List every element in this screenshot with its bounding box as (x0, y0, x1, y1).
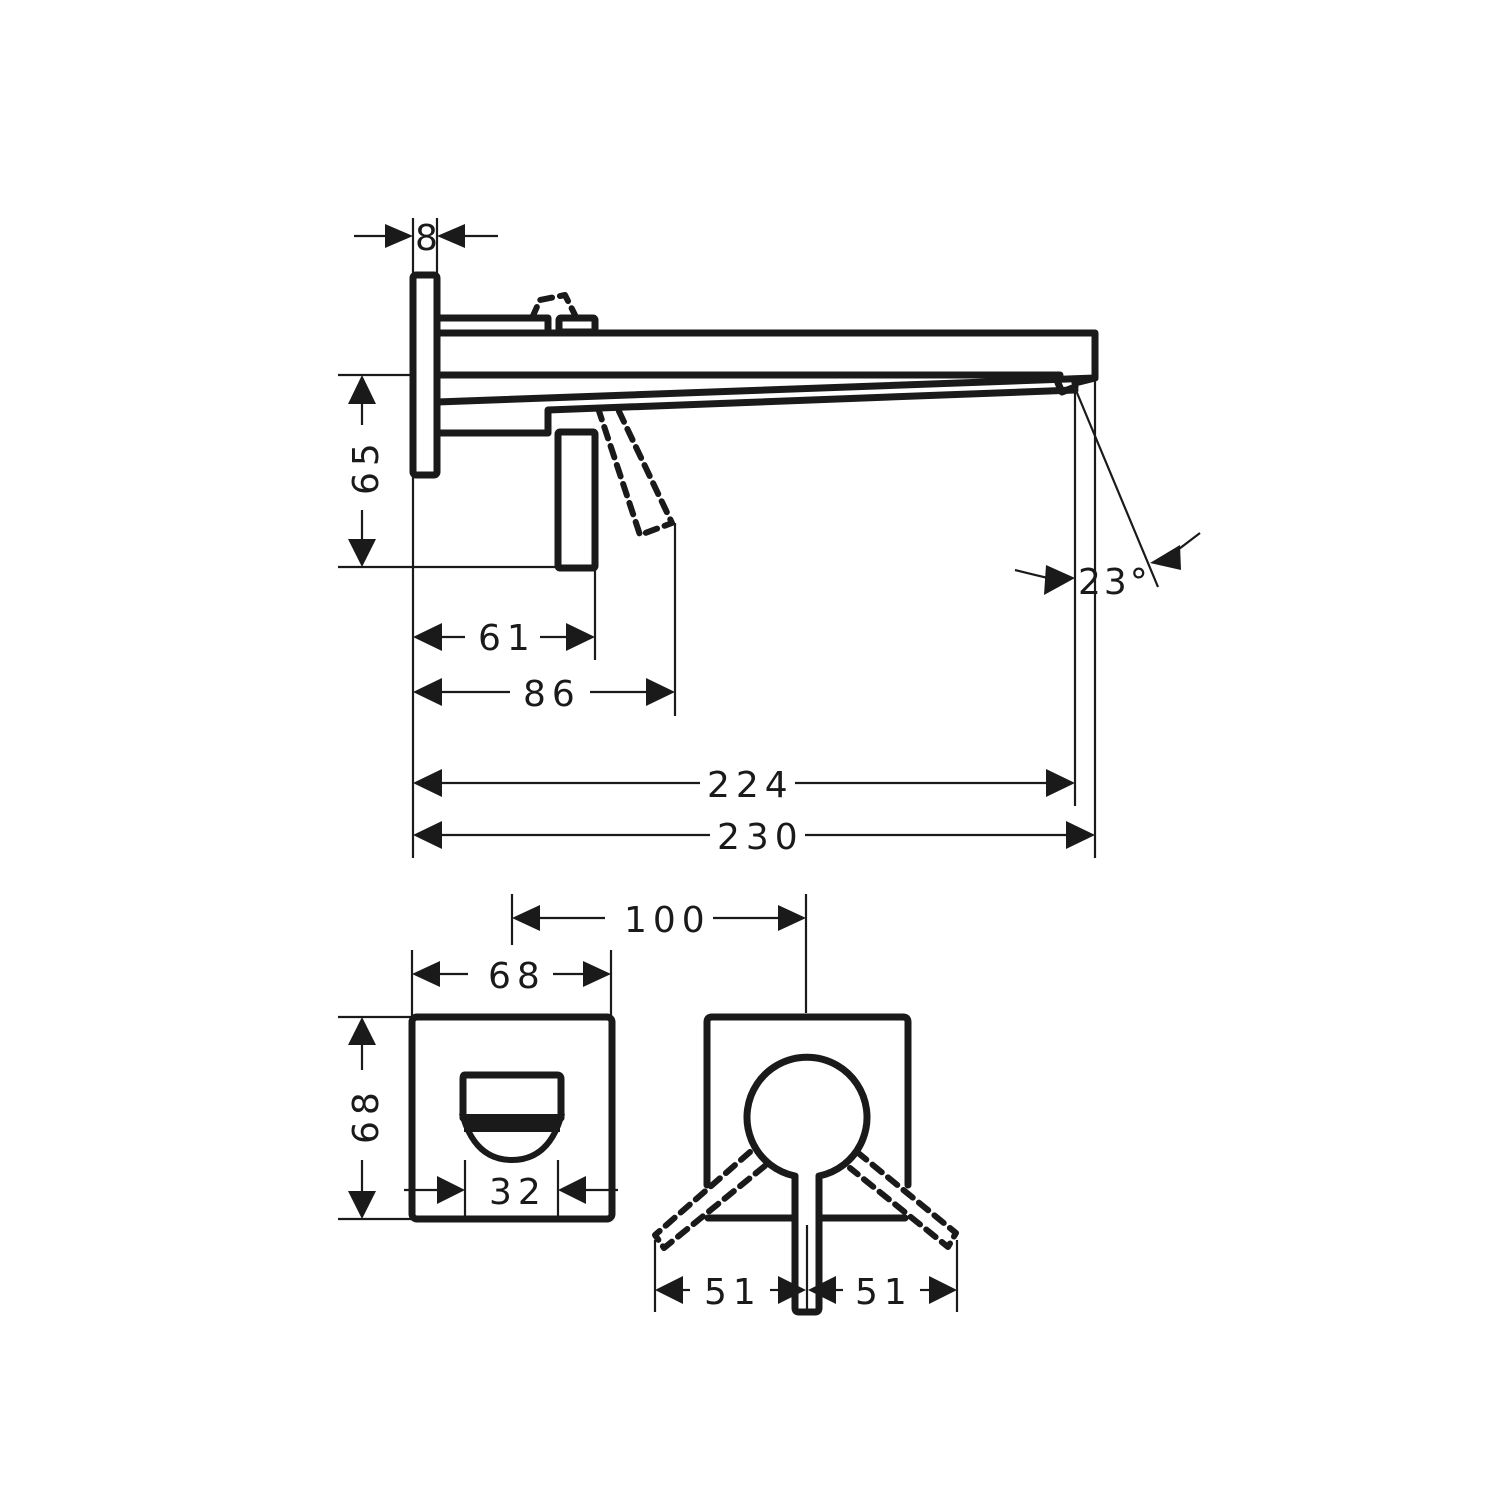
arrow (1066, 821, 1095, 849)
dim-label-spacing: 100 (624, 900, 711, 941)
dim-label-handle-offset: 61 (478, 618, 536, 659)
handle-top-swing-outline (529, 292, 578, 321)
dim-label-swing-left: 51 (704, 1272, 762, 1313)
arrow (558, 1176, 586, 1204)
arrow (413, 769, 442, 797)
lever-swing-left (652, 1149, 769, 1251)
side-view: 8 65 61 86 224 (338, 218, 1201, 858)
spout-outlet-band (464, 1117, 560, 1132)
spout-plate (408, 1013, 616, 1223)
arrow (437, 1176, 465, 1204)
dim-label-plate-height: 68 (346, 1086, 387, 1144)
spray-angle-line (1073, 387, 1160, 588)
arrow (413, 678, 442, 706)
arrow (808, 1276, 836, 1304)
arrow (348, 1191, 376, 1219)
front-view-spout: 32 68 68 (338, 950, 618, 1223)
dim-label-backplate-depth: 8 (415, 218, 438, 259)
arrow (348, 1017, 376, 1045)
handle-plate (703, 1013, 912, 1189)
dim-label-spout-reach-outlet: 224 (707, 765, 794, 806)
arrow (1150, 545, 1181, 570)
dim-line (1014, 568, 1049, 580)
arrow (413, 623, 442, 651)
arrow (929, 1276, 957, 1304)
arrow (778, 905, 806, 931)
spout-underside (433, 374, 1099, 406)
arrow (385, 224, 413, 248)
handle-lever (554, 428, 599, 572)
dim-label-plate-width: 68 (488, 956, 546, 997)
arrow (583, 961, 611, 987)
lever-swing-right (847, 1149, 959, 1250)
arrow (778, 1276, 806, 1304)
spout-outlet-face (459, 1071, 565, 1122)
dim-label-handle-swing-offset: 86 (523, 674, 581, 715)
dim-label-handle-height: 65 (346, 437, 387, 495)
arrow (412, 961, 440, 987)
arrow (348, 375, 376, 404)
arrow (348, 539, 376, 567)
arrow (646, 678, 675, 706)
arrow (566, 623, 595, 651)
arrow (655, 1276, 683, 1304)
dim-label-outlet-width: 32 (489, 1172, 547, 1213)
front-view-handle: 100 51 51 (510, 894, 959, 1316)
arrow (512, 905, 540, 931)
arrow (1046, 769, 1075, 797)
lower-body (433, 386, 1079, 437)
dim-label-spray-angle: 23° (1078, 562, 1151, 603)
backplate (409, 271, 441, 479)
dim-label-swing-right: 51 (855, 1272, 913, 1313)
handle-swing-outline (595, 402, 675, 538)
dim-label-spout-reach-total: 230 (717, 817, 804, 858)
arrow (413, 821, 442, 849)
handle-knob-lever (743, 1053, 871, 1316)
arrow (437, 224, 465, 248)
arrow (1044, 565, 1075, 595)
upper-body (433, 314, 552, 334)
